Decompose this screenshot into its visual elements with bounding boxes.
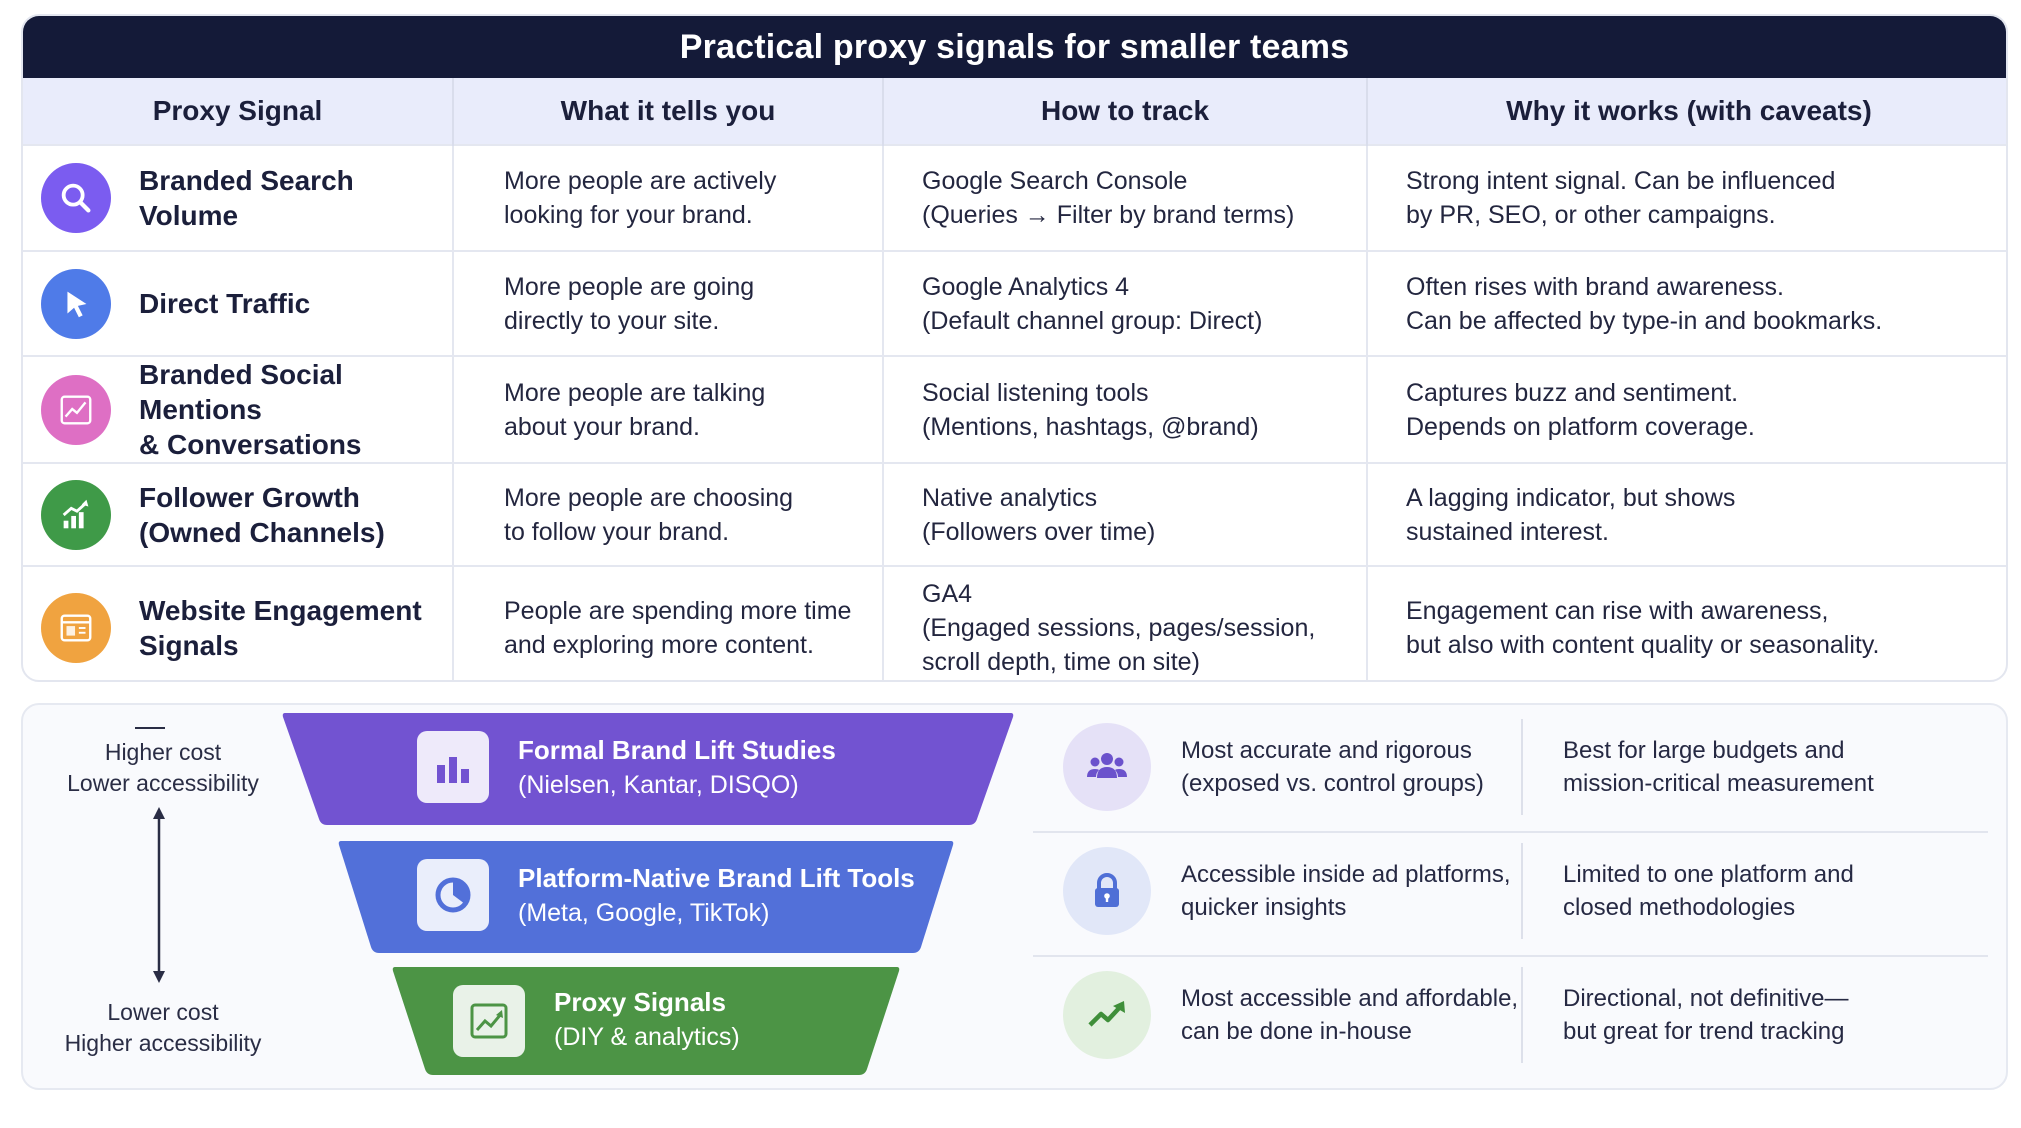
row-divider	[1033, 955, 1988, 957]
tier-description-row: Most accurate and rigorous (exposed vs. …	[1033, 719, 1983, 815]
tier-subtitle: (Nielsen, Kantar, DISQO)	[518, 771, 799, 799]
column-header-what-it-tells-you: What it tells you	[453, 78, 884, 145]
how-cell: Social listening tools (Mentions, hashta…	[883, 355, 1368, 463]
trend-chart-icon	[41, 374, 111, 445]
column-divider	[1521, 719, 1523, 815]
tier-strength: Most accurate and rigorous (exposed vs. …	[1181, 737, 1484, 797]
column-divider	[1521, 843, 1523, 939]
signal-cell: Follower Growth (Owned Channels)	[23, 462, 454, 566]
tier-title: Platform-Native Brand Lift Tools	[518, 863, 915, 893]
what-cell: More people are talking about your brand…	[453, 355, 884, 463]
trend-up-icon	[1063, 971, 1151, 1059]
column-header-why-it-works: Why it works (with caveats)	[1367, 78, 2006, 145]
tier-subtitle: (Meta, Google, TikTok)	[518, 899, 770, 927]
signal-cell: Website Engagement Signals	[23, 565, 454, 680]
what-cell: More people are going directly to your s…	[453, 250, 884, 356]
table-header-row: Proxy Signal What it tells you How to tr…	[23, 78, 2006, 145]
tier-fit: Best for large budgets and mission-criti…	[1563, 737, 1874, 797]
scale-top-label: Higher cost Lower accessibility	[67, 739, 259, 796]
tier-fit: Limited to one platform and closed metho…	[1563, 861, 1854, 921]
how-cell: Google Search Console (Queries → Filter …	[883, 144, 1368, 251]
why-cell: A lagging indicator, but shows sustained…	[1367, 462, 2006, 566]
tier-proxy-signals: Proxy Signals (DIY & analytics)	[391, 965, 901, 1077]
column-header-proxy-signal: Proxy Signal	[23, 78, 454, 145]
cursor-icon	[41, 268, 111, 339]
measurement-pyramid-panel: Higher cost Lower accessibility Lower co…	[21, 703, 2008, 1090]
line-chart-icon	[453, 985, 525, 1057]
what-cell: More people are actively looking for you…	[453, 144, 884, 251]
table-row: Direct Traffic More people are going dir…	[23, 250, 2006, 356]
row-divider	[1033, 831, 1988, 833]
tier-title: Proxy Signals	[554, 987, 726, 1017]
column-header-how-to-track: How to track	[883, 78, 1368, 145]
table-row: Follower Growth (Owned Channels) More pe…	[23, 462, 2006, 566]
double-arrow-icon	[153, 807, 165, 983]
tier-subtitle: (DIY & analytics)	[554, 1023, 740, 1051]
proxy-signals-table-card: Practical proxy signals for smaller team…	[21, 14, 2008, 682]
table-row: Branded Search Volume More people are ac…	[23, 144, 2006, 251]
tier-strength: Accessible inside ad platforms, quicker …	[1181, 861, 1511, 921]
signal-label: Branded Social Mentions & Conversations	[139, 359, 362, 460]
why-cell: Strong intent signal. Can be influenced …	[1367, 144, 2006, 251]
what-cell: People are spending more time and explor…	[453, 565, 884, 680]
why-cell: Often rises with brand awareness. Can be…	[1367, 250, 2006, 356]
search-icon	[41, 163, 111, 233]
table-row: Branded Social Mentions & Conversations …	[23, 355, 2006, 463]
tier-title: Formal Brand Lift Studies	[518, 735, 836, 765]
signal-label: Direct Traffic	[139, 288, 311, 319]
scale-tick	[135, 727, 165, 729]
browser-window-icon	[41, 592, 111, 663]
pie-chart-icon	[417, 859, 489, 931]
signal-label: Branded Search Volume	[139, 165, 354, 231]
signal-label: Website Engagement Signals	[139, 594, 422, 661]
tier-strength: Most accessible and affordable, can be d…	[1181, 985, 1519, 1045]
how-cell: GA4 (Engaged sessions, pages/session, sc…	[883, 565, 1368, 680]
tier-formal-brand-lift: Formal Brand Lift Studies (Nielsen, Kant…	[281, 711, 1015, 827]
scale-bottom-label: Lower cost Higher accessibility	[64, 999, 262, 1056]
tier-description-row: Most accessible and affordable, can be d…	[1033, 967, 1983, 1063]
why-cell: Captures buzz and sentiment. Depends on …	[1367, 355, 2006, 463]
what-cell: More people are choosing to follow your …	[453, 462, 884, 566]
tier-shape	[338, 841, 954, 953]
bar-chart-icon	[417, 731, 489, 803]
how-cell: Google Analytics 4 (Default channel grou…	[883, 250, 1368, 356]
why-cell: Engagement can rise with awareness, but …	[1367, 565, 2006, 680]
tier-platform-native-brand-lift: Platform-Native Brand Lift Tools (Meta, …	[337, 839, 955, 955]
tier-description-row: Accessible inside ad platforms, quicker …	[1033, 843, 1983, 939]
signal-cell: Branded Social Mentions & Conversations	[23, 355, 454, 463]
lock-icon	[1063, 847, 1151, 935]
signal-cell: Direct Traffic	[23, 250, 454, 356]
column-divider	[1521, 967, 1523, 1063]
proxy-signals-table: Proxy Signal What it tells you How to tr…	[23, 78, 2006, 680]
how-cell: Native analytics (Followers over time)	[883, 462, 1368, 566]
signal-cell: Branded Search Volume	[23, 144, 454, 251]
table-title: Practical proxy signals for smaller team…	[23, 16, 2006, 78]
table-row: Website Engagement Signals People are sp…	[23, 565, 2006, 680]
people-group-icon	[1063, 723, 1151, 811]
signal-label: Follower Growth (Owned Channels)	[139, 481, 385, 548]
tier-fit: Directional, not definitive— but great f…	[1563, 985, 1849, 1045]
growth-bars-icon	[41, 479, 111, 550]
